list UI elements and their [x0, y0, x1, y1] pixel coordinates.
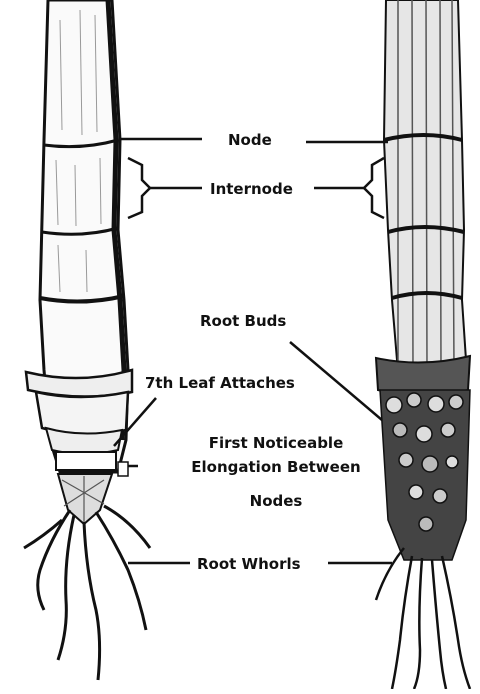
root-buds-leader: [290, 342, 382, 420]
right-root-bud-cluster: [380, 390, 470, 560]
left-roots: [24, 506, 150, 680]
seventh-leaf-label: 7th Leaf Attaches: [145, 374, 295, 392]
internode-label: Internode: [210, 180, 293, 198]
elongation-label-line1: First Noticeable: [186, 434, 366, 452]
right-stalk: [376, 0, 470, 689]
internode-bracket-right: [364, 158, 384, 218]
left-stalk: [24, 0, 150, 680]
right-roots: [376, 548, 470, 689]
left-elongation-band: [56, 452, 116, 470]
root-whorls-label: Root Whorls: [197, 555, 301, 573]
elongation-label-line2: Elongation Between: [176, 458, 376, 476]
internode-bracket-left: [128, 158, 150, 218]
elongation-label-line3: Nodes: [186, 492, 366, 510]
root-buds-label: Root Buds: [200, 312, 286, 330]
node-label: Node: [228, 131, 272, 149]
